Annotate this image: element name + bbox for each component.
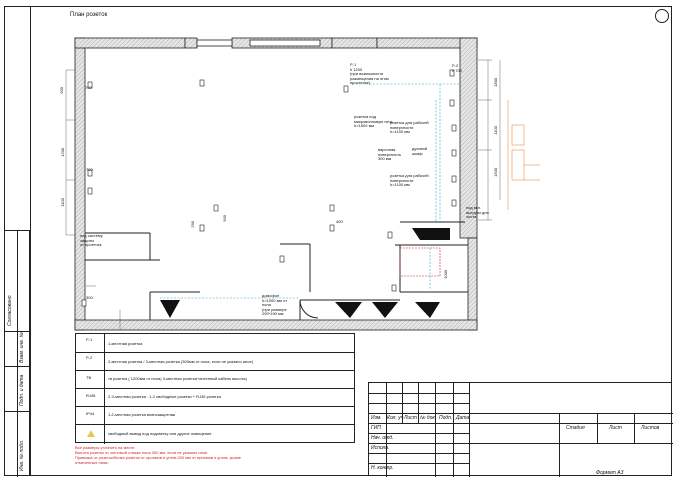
legend-row: RJ45 2-3-местная розетка : 1-2 свободные… <box>76 388 354 407</box>
legend-row: свободный вывод под подсветку или другое… <box>76 424 354 444</box>
side-stamp-label: Взам. инв. № <box>19 332 25 363</box>
side-stamp-label: Согласовано <box>7 295 13 327</box>
walls <box>74 37 478 331</box>
label-work-surface-1: розетка для рабочей поверхности h=1100 м… <box>390 120 429 135</box>
legend-divider <box>104 334 105 444</box>
corner-mark <box>655 9 669 23</box>
side-stamp-label: Подп. и дата <box>19 374 25 406</box>
label-cooktop: варочная поверхность 300 мм <box>378 147 402 162</box>
dim-text: 900 <box>222 214 228 222</box>
label-intercom: домофон h=1000 мм от пола (при размере 2… <box>262 293 288 317</box>
legend-text: тв розетка ( 1200мм от пола) 3-местная р… <box>108 376 247 381</box>
legend-text: свободный вывод под подсветку или другое… <box>108 431 212 436</box>
dim-text: 1100 <box>60 197 66 207</box>
stamp-header: № док. <box>420 415 437 421</box>
note-line: отмеченных ниже. <box>75 460 109 465</box>
note-line: Высота розеток от чистовой стяжки пола 3… <box>75 450 209 455</box>
legend-text: 2-3-местная розетка : 1-2 свободные розе… <box>108 394 221 399</box>
label-box-shelf: под вкл. выгрузи для чиста <box>466 205 489 220</box>
dim-text: 1500 <box>493 167 499 177</box>
legend-text: 1-2-местная розетка влагозащитная <box>108 412 176 417</box>
label-ceiling: Р-2 h 700 <box>452 63 463 73</box>
label-oven: духовой шкаф <box>412 146 428 156</box>
label-fan: Р-1 h 1200 (при возможности размещения н… <box>350 62 389 86</box>
dim-text: 1100 <box>493 125 499 135</box>
fixtures <box>160 228 450 318</box>
note-line: Все размеры уточнить на месте. <box>75 445 136 450</box>
side-stamp: Согласовано Взам. инв. № Подп. и дата Ин… <box>4 230 31 477</box>
label-protection-system: под систему защиты от протечек <box>80 233 103 248</box>
dim-text: 1200 <box>60 147 66 157</box>
dim-text: 700 <box>86 167 93 172</box>
dim-text: 1000 <box>443 269 449 279</box>
led-icon <box>87 430 95 437</box>
stamp-role: Нач. отд. <box>371 435 394 441</box>
red-zone <box>399 247 441 277</box>
dim-text: 900 <box>59 86 65 94</box>
dim-text: 1800 <box>493 77 499 87</box>
stamp-role: Н. контр. <box>371 465 394 471</box>
legend-symbol: RJ45 <box>86 393 96 398</box>
side-stamp-label: Инв. № подл. <box>19 439 25 471</box>
legend-table: Р-1 1-местная розетка Р-2 2-местная розе… <box>75 333 355 444</box>
stamp: Изм. Кол. уч Лист № док. Подп. Дата ГИП … <box>368 382 673 477</box>
orange-annotations <box>507 100 540 210</box>
stamp-role: ГИП <box>371 425 381 431</box>
legend-text: 2-местная розетка / 3-местная розетка (3… <box>108 359 254 364</box>
dim-text: 700 <box>85 85 92 90</box>
partitions <box>85 221 468 320</box>
stamp-right-header: Стадия <box>566 425 585 431</box>
sheet-title: План розеток <box>70 12 108 18</box>
legend-row: ТВ тв розетка ( 1200мм от пола) 3-местна… <box>76 370 354 389</box>
note-line: Привязка от розеток/блока розеток от про… <box>75 455 241 460</box>
stamp-header: Кол. уч <box>387 415 404 421</box>
legend-symbol: Р-1 <box>86 337 93 342</box>
stamp-header: Дата <box>456 415 470 421</box>
sheet-format: Формат А3 <box>596 470 624 476</box>
label-microwave: розетка под микроволновую печь h=1600 мм <box>354 114 393 129</box>
cyan-lines <box>160 83 460 299</box>
legend-symbol: ТВ <box>86 375 92 380</box>
stamp-right-header: Листов <box>641 425 660 431</box>
legend-symbol: IP44 <box>86 411 95 416</box>
dim-text: 290 <box>190 220 196 228</box>
dimension-lines <box>65 59 501 330</box>
stamp-header: Лист <box>404 415 417 421</box>
stamp-right-header: Лист <box>609 425 622 431</box>
inner-frame <box>30 6 672 476</box>
dim-text: 400 <box>336 219 343 224</box>
stamp-header: Изм. <box>371 415 382 421</box>
socket-symbols <box>81 69 457 307</box>
stamp-header: Подп. <box>439 415 453 421</box>
label-work-surface-2: розетка для рабочей поверхности h=1100 м… <box>390 173 429 188</box>
legend-row: Р-2 2-местная розетка / 3-местная розетк… <box>76 352 354 371</box>
stamp-role: Исполн. <box>371 445 390 451</box>
legend-text: 1-местная розетка <box>108 341 143 346</box>
legend-row: IP44 1-2-местная розетка влагозащитная <box>76 406 354 425</box>
legend-symbol: Р-2 <box>86 355 93 360</box>
legend-row: Р-1 1-местная розетка <box>76 334 354 353</box>
dim-text: 300 <box>86 295 93 300</box>
